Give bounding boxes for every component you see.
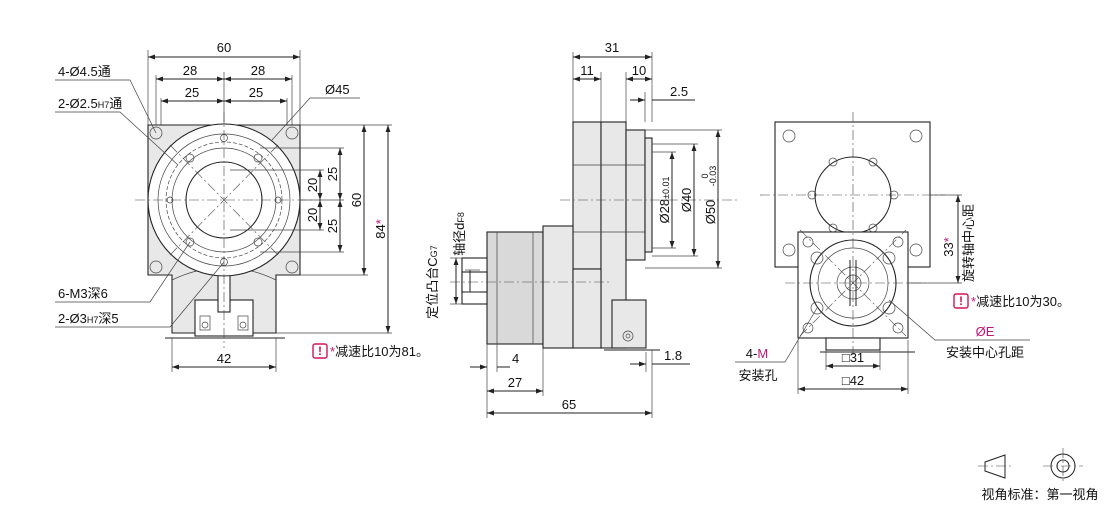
side-dia-50: Ø50 [703, 200, 718, 225]
front-note-text: 减速比10为81。 [335, 344, 429, 359]
rear-note-star: * [971, 294, 976, 309]
front-note-star: * [330, 344, 335, 359]
side-dim-10: 10 [632, 63, 646, 78]
front-dim-25-right: 25 [249, 85, 263, 100]
rear-rotation-label: 旋转轴中心距 [961, 204, 976, 282]
side-dim-2-5: 2.5 [670, 84, 688, 99]
side-spigot-tol: G7 [429, 245, 439, 257]
front-v-84-value: 84 [373, 224, 388, 238]
side-spigot: 定位凸台CG7 [425, 245, 440, 318]
front-dim-42: 42 [217, 351, 231, 366]
rear-v-33-star: * [941, 237, 956, 242]
front-v-84-star: * [373, 219, 388, 224]
rear-warning-icon: ! [953, 293, 969, 309]
front-hole-through-label: 4-Ø4.5通 [58, 64, 111, 79]
rear-dia-e: ØE [976, 324, 995, 339]
svg-text:!: ! [318, 344, 322, 358]
side-dia-50-tol-upper: 0 [700, 173, 710, 178]
side-dia-50-tol-lower: -0.03 [708, 166, 718, 187]
rear-v-33-value: 33 [941, 242, 956, 256]
front-pin-hole-tol: H7 [98, 100, 110, 110]
side-dia-28-value: Ø28 [657, 199, 672, 224]
front-v-25-top: 25 [325, 167, 340, 181]
front-v-20-bot: 20 [305, 208, 320, 222]
front-dia-45: Ø45 [325, 82, 350, 97]
rear-hole-prefix: 4- [746, 346, 758, 361]
front-pin-hole-label: 2-Ø2.5H7通 [58, 96, 122, 111]
side-dim-65: 65 [562, 397, 576, 412]
front-dim-28-right: 28 [251, 63, 265, 78]
front-v-20-top: 20 [305, 178, 320, 192]
side-dim-11: 11 [580, 63, 594, 78]
rear-note-text: 减速比10为30。 [976, 294, 1070, 309]
rear-view [735, 112, 1030, 394]
side-dim-27: 27 [508, 375, 522, 390]
rear-hole-m: M [757, 346, 768, 361]
side-spigot-prefix: 定位凸台C [425, 257, 440, 318]
rear-note: *减速比10为30。 [971, 294, 1070, 309]
front-tap-holes: 6-M3深6 [58, 286, 108, 301]
rear-hole-count: 4-M [746, 346, 768, 361]
svg-text:!: ! [959, 294, 963, 308]
side-dia-40: Ø40 [679, 188, 694, 213]
projection-symbol-icon [978, 448, 1083, 484]
side-shaft-prefix: 轴径d [452, 223, 467, 256]
rear-sq-31: □31 [842, 350, 864, 365]
rear-v-33: 33* [941, 237, 956, 257]
side-dim-31: 31 [605, 40, 619, 55]
side-dia-28: Ø28±0.01 [657, 176, 672, 223]
rear-hole-label: 安装孔 [738, 368, 777, 383]
front-dowel-tol: H7 [87, 315, 99, 325]
front-v-84: 84* [373, 219, 388, 239]
front-view [55, 50, 392, 372]
front-v-25-bot: 25 [325, 219, 340, 233]
front-warning-icon: ! [312, 343, 328, 359]
side-view [450, 52, 740, 418]
side-dim-1-8: 1.8 [664, 348, 682, 363]
rear-dia-e-label: 安装中心孔距 [946, 345, 1024, 360]
front-dowel-holes: 2-Ø3H7深5 [58, 311, 119, 326]
front-dim-28-left: 28 [183, 63, 197, 78]
side-dim-4: 4 [512, 351, 519, 366]
front-note: *减速比10为81。 [330, 344, 429, 359]
side-dia-28-tol: ±0.01 [661, 176, 671, 198]
projection-label: 视角标准：第一视角 [981, 487, 1098, 502]
front-dowel-prefix: 2-Ø3 [58, 311, 87, 326]
side-shaft-diameter: 轴径dF8 [452, 212, 467, 256]
front-dim-25-left: 25 [185, 85, 199, 100]
side-shaft-tol: F8 [456, 212, 466, 223]
front-dim-60: 60 [217, 40, 231, 55]
front-v-60: 60 [349, 193, 364, 207]
front-dowel-suffix: 深5 [98, 311, 118, 326]
rear-sq-42: □42 [842, 373, 864, 388]
front-pin-hole-suffix: 通 [109, 96, 122, 111]
front-pin-hole-prefix: 2-Ø2.5 [58, 96, 98, 111]
